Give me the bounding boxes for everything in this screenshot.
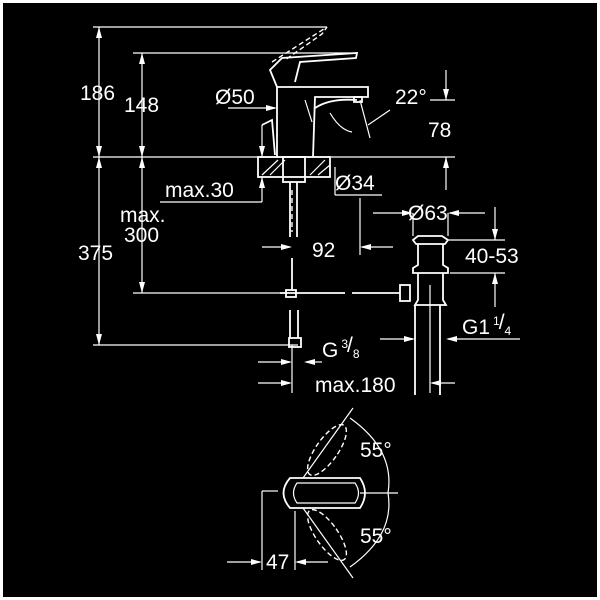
label-body-diameter: Ø50	[215, 86, 255, 109]
label-deck-thickness: max.30	[165, 179, 234, 202]
pop-up-waste	[399, 235, 450, 395]
label-spout-angle: 22°	[395, 86, 427, 109]
label-drain-range: 40-53	[465, 245, 519, 268]
label-drain-diameter: Ø63	[408, 202, 448, 225]
drawing-background	[3, 3, 597, 597]
label-height-spout: 148	[124, 94, 159, 117]
label-drain-offset: max.180	[315, 374, 396, 397]
label-angle-lower: 55°	[360, 525, 392, 548]
label-hole-diameter: Ø34	[335, 172, 375, 195]
label-spout-reach: 92	[312, 239, 335, 262]
dimension-lines	[96, 27, 520, 393]
label-angle-upper: 55°	[360, 439, 392, 462]
label-lever-offset: 47	[266, 551, 289, 574]
dimension-labels: 186 148 Ø50 22° 78 max.30 Ø34 max. 300 3…	[78, 82, 519, 574]
label-spout-height: 78	[428, 119, 451, 142]
label-hose-length: 300	[124, 224, 159, 247]
label-hose-length-prefix: max.	[120, 204, 166, 227]
label-hose-total: 375	[78, 242, 113, 265]
deck-and-hoses	[257, 156, 400, 348]
label-height-total: 186	[80, 82, 115, 105]
faucet-body	[261, 26, 391, 158]
